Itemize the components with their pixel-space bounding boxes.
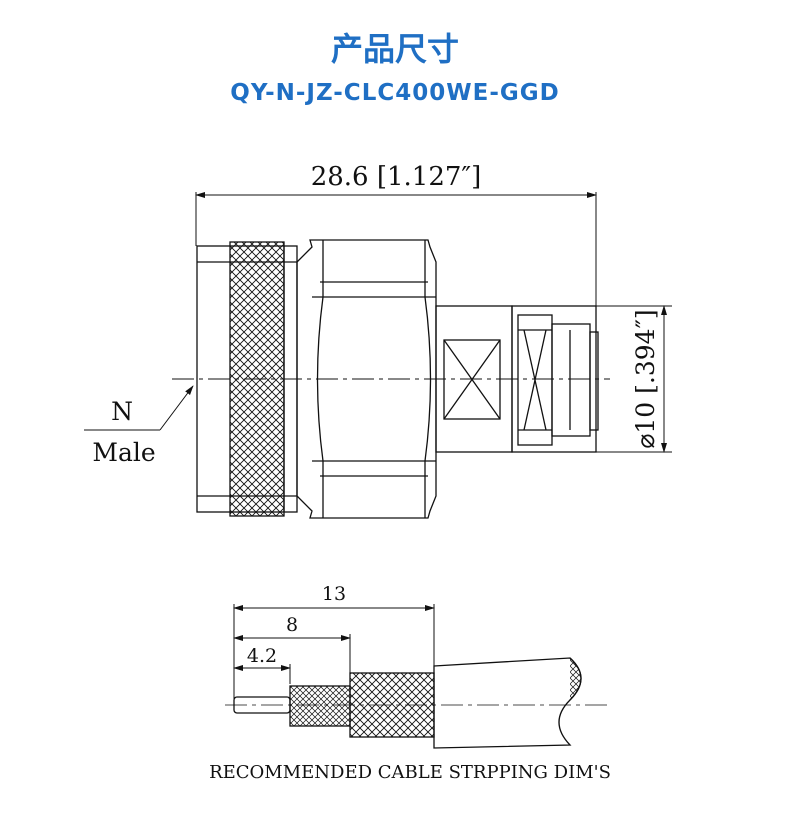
- leader-arrow: [159, 385, 194, 431]
- model-number: QY-N-JZ-CLC400WE-GGD: [230, 80, 560, 106]
- diameter-dimension: ⌀10 [.394″]: [631, 309, 660, 448]
- connector-type-label: N: [111, 397, 133, 426]
- strip-dim-13: 13: [322, 583, 346, 605]
- connector-gender-label: Male: [92, 438, 155, 467]
- strip-caption: RECOMMENDED CABLE STRPPING DIM'S: [209, 762, 611, 783]
- length-dimension: 28.6 [1.127″]: [311, 162, 482, 192]
- jacket: [433, 657, 582, 749]
- hex-body: [296, 239, 437, 519]
- strip-dim-8: 8: [286, 614, 298, 636]
- strip-dim-4-2: 4.2: [247, 645, 277, 667]
- dielectric: [289, 685, 351, 727]
- page-title: 产品尺寸: [330, 30, 459, 68]
